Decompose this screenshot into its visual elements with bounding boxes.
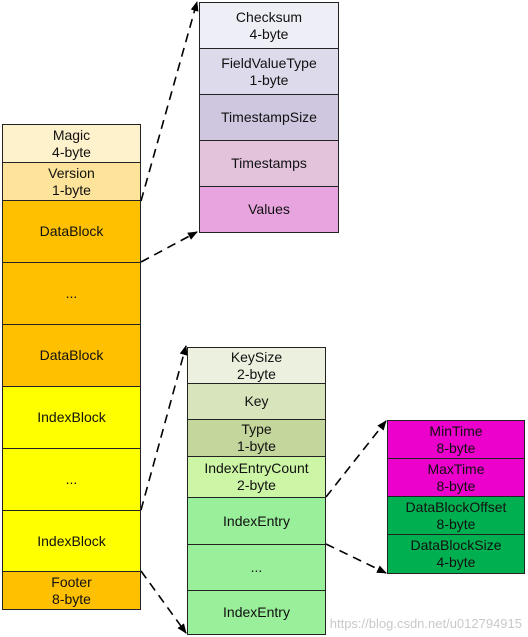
indexentrycount-label: IndexEntryCount [204,460,309,476]
file-indexblock-box: IndexBlock [2,386,141,449]
indexblock-indexentry-box: IndexEntry [187,497,326,545]
file-datablock-box-2: DataBlock [2,324,141,387]
magic-size: 4-byte [52,143,91,160]
file-indexblock-box-2: IndexBlock [2,510,141,572]
file-datablock-ellipsis-box: ... [2,262,141,325]
file-magic-box: Magic 4-byte [2,124,141,163]
indexblock-key-box: Key [187,383,326,420]
keysize-label: KeySize [230,348,283,365]
datablocksize-size: 4-byte [436,554,476,570]
mintime-label: MinTime [429,422,483,439]
indexentry-bottom-arrow [325,543,387,574]
datablocksize-label: DataBlockSize [410,537,502,553]
timestamps-label: Timestamps [231,155,307,171]
indexentry-top-arrow [325,420,387,498]
datablock-top-arrow [140,1,199,202]
file-footer-box: Footer 8-byte [2,571,141,610]
magic-label: Magic [52,126,91,143]
footer-size: 8-byte [52,590,91,607]
type-label: Type [241,421,272,437]
datablock-label-2: DataBlock [39,347,104,363]
indexblock-type-box: Type 1-byte [187,419,326,457]
key-label: Key [244,393,269,409]
checksum-size: 4-byte [249,25,289,42]
keysize-size: 2-byte [237,365,276,382]
version-size: 1-byte [52,181,91,198]
values-label: Values [248,201,290,217]
datablock-label: DataBlock [39,223,104,239]
footer-label: Footer [51,573,92,590]
indexentrycount-size: 2-byte [237,477,276,493]
type-size: 1-byte [237,438,276,454]
indexblock-top-arrow [140,345,188,511]
fieldvaluetype-label: FieldValueType [221,54,317,71]
maxtime-label: MaxTime [427,460,485,477]
indexentry-ellipsis: ... [250,559,263,575]
datablock-fieldvaluetype-box: FieldValueType 1-byte [199,48,339,95]
indexentry-label-2: IndexEntry [223,604,290,620]
datablock-bottom-arrow [140,231,198,263]
indexentry-mintime-box: MinTime 8-byte [387,420,525,459]
datablock-timestampsize-box: TimestampSize [199,94,339,141]
datablock-values-box: Values [199,186,339,233]
fieldvaluetype-size: 1-byte [249,71,289,88]
watermark-text: https://blog.csdn.net/u012794915 [329,616,522,631]
indexblock-ellipsis: ... [65,471,78,487]
version-label: Version [48,164,95,181]
indexblock-bottom-arrow [140,570,187,634]
indexblock-indexentrycount-box: IndexEntryCount 2-byte [187,456,326,498]
checksum-label: Checksum [235,8,303,25]
indexentry-datablocksize-box: DataBlockSize 4-byte [387,534,525,574]
indexblock-keysize-box: KeySize 2-byte [187,347,326,384]
datablock-ellipsis: ... [65,285,78,301]
indexentry-datablockoffset-box: DataBlockOffset 8-byte [387,496,525,535]
indexblock-indexentry-ellipsis-box: ... [187,544,326,591]
maxtime-size: 8-byte [436,477,476,494]
mintime-size: 8-byte [436,439,476,456]
indexblock-label-2: IndexBlock [37,532,106,549]
file-indexblock-ellipsis-box: ... [2,448,141,511]
indexentry-label: IndexEntry [223,512,290,529]
indexblock-indexentry-box-2: IndexEntry [187,590,326,635]
datablock-timestamps-box: Timestamps [199,140,339,187]
datablockoffset-label: DataBlockOffset [405,498,507,515]
indexblock-label: IndexBlock [37,409,106,425]
timestampsize-label: TimestampSize [221,109,317,125]
datablock-checksum-box: Checksum 4-byte [199,2,339,49]
file-version-box: Version 1-byte [2,162,141,201]
datablockoffset-size: 8-byte [436,515,476,532]
file-datablock-box: DataBlock [2,200,141,263]
indexentry-maxtime-box: MaxTime 8-byte [387,458,525,497]
